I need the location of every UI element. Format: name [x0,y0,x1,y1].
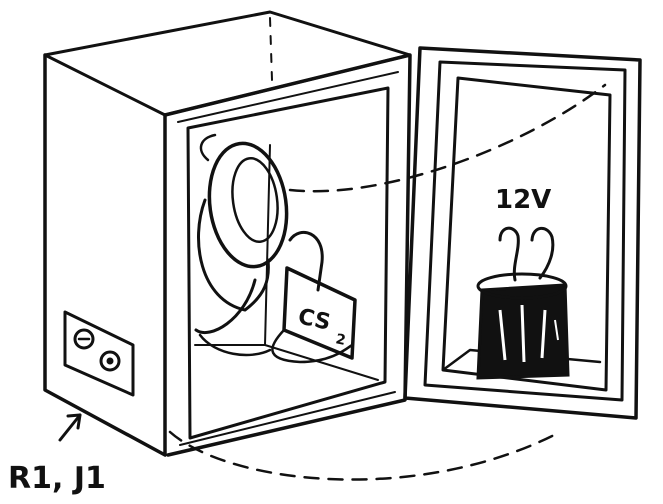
component-ref-label: R1, J1 [8,461,106,496]
voltage-label: 12V [495,185,551,215]
fan-icon [196,135,294,333]
sensor-subscript: 2 [334,331,347,349]
connector-panel [65,312,133,395]
pointer-arrow-icon [60,415,80,440]
power-supply-icon [478,228,568,378]
sensor-board: CS 2 [272,232,355,362]
cabinet-body [45,12,410,455]
sensor-label: CS [296,304,333,335]
